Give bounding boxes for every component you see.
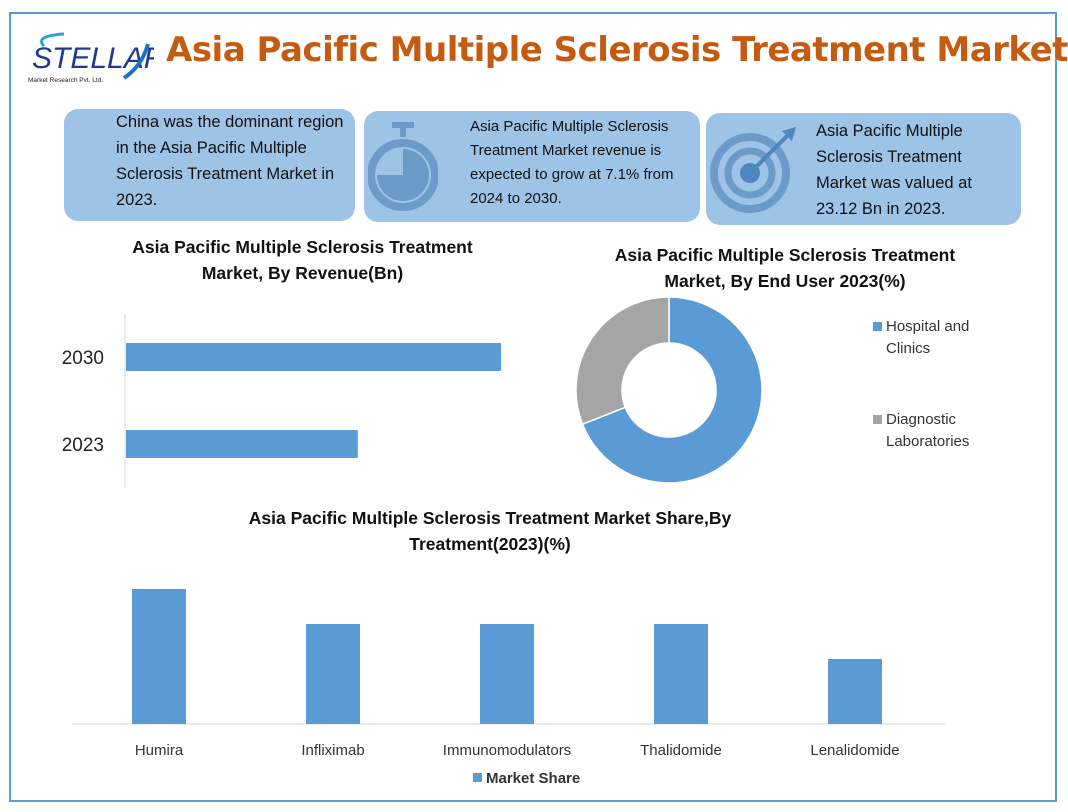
slice-1 [575, 296, 670, 426]
info-card-value: Asia Pacific Multiple Sclerosis Treatmen… [706, 113, 1021, 225]
target-icon [710, 127, 796, 213]
stellar-logo: STELLAR Market Research Pvt. Ltd. [28, 32, 154, 84]
tick-label: Immunomodulators [443, 742, 571, 759]
tick-label: 2030 [62, 348, 104, 369]
treatment-bar-chart: Humira Infliximab Immunomodulators Thalidom… [72, 589, 945, 787]
card-text: Asia Pacific Multiple Sclerosis Treatmen… [470, 118, 674, 207]
enduser-donut-chart: Hospital andClinicsDiagnosticLaboratorie… [575, 296, 969, 484]
bar-Thalidomide [654, 624, 708, 724]
stopwatch-icon [368, 122, 438, 211]
treatment-chart-title: Asia Pacific Multiple Sclerosis Treatmen… [248, 508, 732, 554]
bar-2030 [126, 343, 501, 371]
info-card-region: China was the dominant region in the Asi… [64, 109, 355, 221]
legend-label: Diagnostic [886, 411, 957, 428]
card-text: Asia Pacific Multiple Sclerosis Treatmen… [816, 122, 972, 218]
tick-label: 2023 [62, 435, 104, 456]
slice-0 [581, 296, 763, 484]
revenue-chart-title: Asia Pacific Multiple Sclerosis Treatmen… [132, 237, 473, 283]
legend-label: Hospital and [886, 318, 969, 335]
legend-label: Market Share [486, 770, 580, 787]
bar-Humira [132, 589, 186, 724]
bar-Immunomodulators [480, 624, 534, 724]
legend-swatch [473, 773, 482, 782]
legend-swatch [873, 415, 882, 424]
revenue-bar-chart: 2030 2023 [62, 314, 501, 488]
tick-label: Thalidomide [640, 742, 722, 759]
page-title: Asia Pacific Multiple Sclerosis Treatmen… [166, 30, 1068, 70]
bar-Lenalidomide [828, 659, 882, 724]
legend-swatch [873, 322, 882, 331]
info-card-growth: Asia Pacific Multiple Sclerosis Treatmen… [364, 111, 700, 222]
logo-tagline: Market Research Pvt. Ltd. [28, 77, 103, 84]
legend-label: Clinics [886, 340, 930, 357]
card-text: China was the dominant region in the Asi… [116, 113, 344, 209]
tick-label: Lenalidomide [810, 742, 899, 759]
legend-label: Laboratories [886, 433, 969, 450]
tick-label: Infliximab [301, 742, 364, 759]
infographic-frame [9, 12, 1057, 802]
bar-Infliximab [306, 624, 360, 724]
enduser-chart-title: Asia Pacific Multiple Sclerosis Treatmen… [614, 245, 956, 291]
tick-label: Humira [135, 742, 184, 759]
bar-2023 [126, 430, 358, 458]
